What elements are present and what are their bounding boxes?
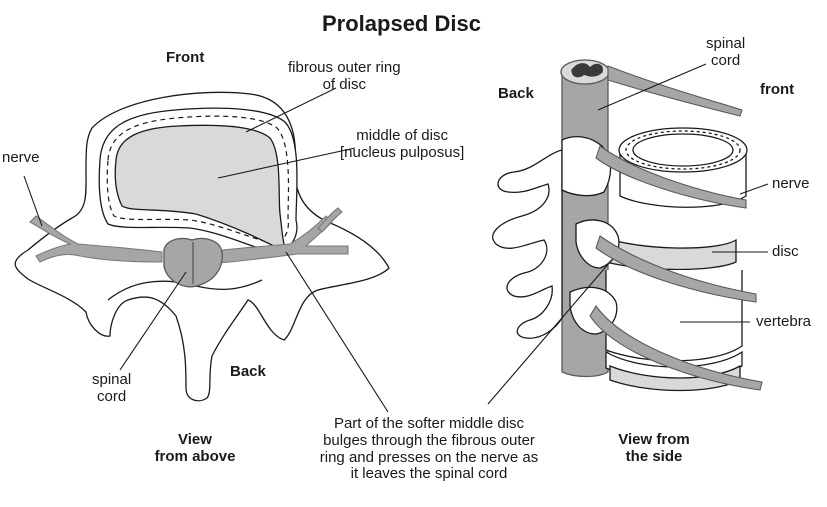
- label-middle-of-disc: middle of disc [nucleus pulposus]: [340, 127, 465, 161]
- label-spinal-cord-top-view: spinal cord: [92, 371, 132, 405]
- nerves-side-view: [589, 65, 763, 391]
- spine-side-view: [492, 59, 763, 392]
- upper-side-nerve: [595, 145, 747, 209]
- vertebra-top-view: [14, 91, 390, 402]
- label-front-side-view: front: [760, 81, 795, 98]
- leader-lines-side-view: [487, 63, 769, 405]
- right-nerve: [205, 215, 349, 265]
- nucleus-pulposus: [114, 124, 288, 254]
- spinous-processes: [492, 149, 563, 339]
- label-outer-ring: fibrous outer ring of disc: [288, 59, 401, 93]
- label-back-side-view: Back: [498, 85, 534, 102]
- top-nerve: [607, 65, 743, 117]
- left-nerve: [29, 215, 163, 263]
- caption-view-from-the-side: View from the side: [618, 431, 690, 465]
- label-front-top-view: Front: [166, 49, 205, 66]
- label-spinal-cord-side-view: spinal cord: [706, 35, 746, 69]
- nerves-top-view: [29, 207, 349, 265]
- diagram-title: Prolapsed Disc: [322, 11, 481, 36]
- middle-side-nerve: [595, 235, 757, 303]
- caption-view-from-above: View from above: [154, 431, 236, 465]
- label-disc-side-view: disc: [772, 243, 799, 260]
- top-disc-ring-mid: [625, 130, 741, 170]
- label-vertebra-side-view: vertebra: [756, 313, 812, 330]
- leader-lines-top-view: [23, 87, 389, 413]
- explanation-text: Part of the softer middle disc bulges th…: [319, 415, 539, 483]
- label-nerve-top-view: nerve: [2, 149, 40, 166]
- label-back-top-view: Back: [230, 363, 266, 380]
- label-nerve-side-view: nerve: [772, 175, 810, 192]
- lower-side-nerve: [589, 304, 763, 391]
- outer-ring-dashes: [106, 115, 290, 245]
- top-disc-ring-inner: [632, 133, 734, 167]
- spinal-cord-grey-matter: [571, 63, 603, 78]
- nerve-branch-up-right: [317, 207, 343, 233]
